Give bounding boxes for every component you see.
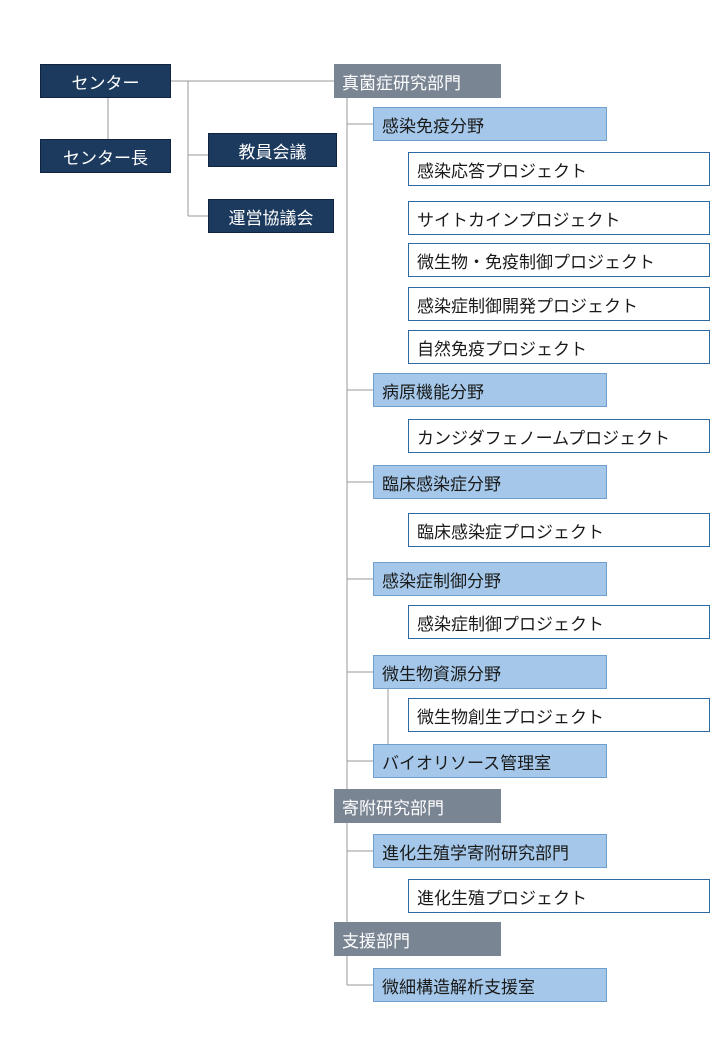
project-microbe-creation: 微生物創生プロジェクト xyxy=(408,698,710,732)
department-support: 支援部門 xyxy=(334,922,501,956)
unit-microbial-resources: 微生物資源分野 xyxy=(373,655,607,689)
center-box: センター xyxy=(40,64,171,98)
unit-bioresource-management: バイオリソース管理室 xyxy=(373,744,607,778)
center-head-box: センター長 xyxy=(40,139,171,173)
project-infectious-disease-control: 感染症制御プロジェクト xyxy=(408,605,710,639)
project-infectious-disease-control-dev: 感染症制御開発プロジェクト xyxy=(408,287,710,321)
steering-council-box: 運営協議会 xyxy=(208,199,334,233)
project-infection-response: 感染応答プロジェクト xyxy=(408,152,710,186)
unit-infection-immunity: 感染免疫分野 xyxy=(373,107,607,141)
project-microbe-immune-control: 微生物・免疫制御プロジェクト xyxy=(408,243,710,277)
project-cytokine: サイトカインプロジェクト xyxy=(408,201,710,235)
unit-infectious-disease-control: 感染症制御分野 xyxy=(373,562,607,596)
unit-ultrastructure-analysis-support: 微細構造解析支援室 xyxy=(373,968,607,1002)
project-candida-phenome: カンジダフェノームプロジェクト xyxy=(408,419,710,453)
project-innate-immunity: 自然免疫プロジェクト xyxy=(408,330,710,364)
department-endowed-research: 寄附研究部門 xyxy=(334,789,501,823)
project-clinical-infectious-disease: 臨床感染症プロジェクト xyxy=(408,513,710,547)
unit-clinical-infectious-disease: 臨床感染症分野 xyxy=(373,465,607,499)
department-mycosis-research: 真菌症研究部門 xyxy=(334,64,501,98)
faculty-meeting-box: 教員会議 xyxy=(208,133,337,167)
unit-evolutionary-reproduction-endowed: 進化生殖学寄附研究部門 xyxy=(373,834,607,868)
unit-pathogen-function: 病原機能分野 xyxy=(373,373,607,407)
project-evolutionary-reproduction: 進化生殖プロジェクト xyxy=(408,879,710,913)
